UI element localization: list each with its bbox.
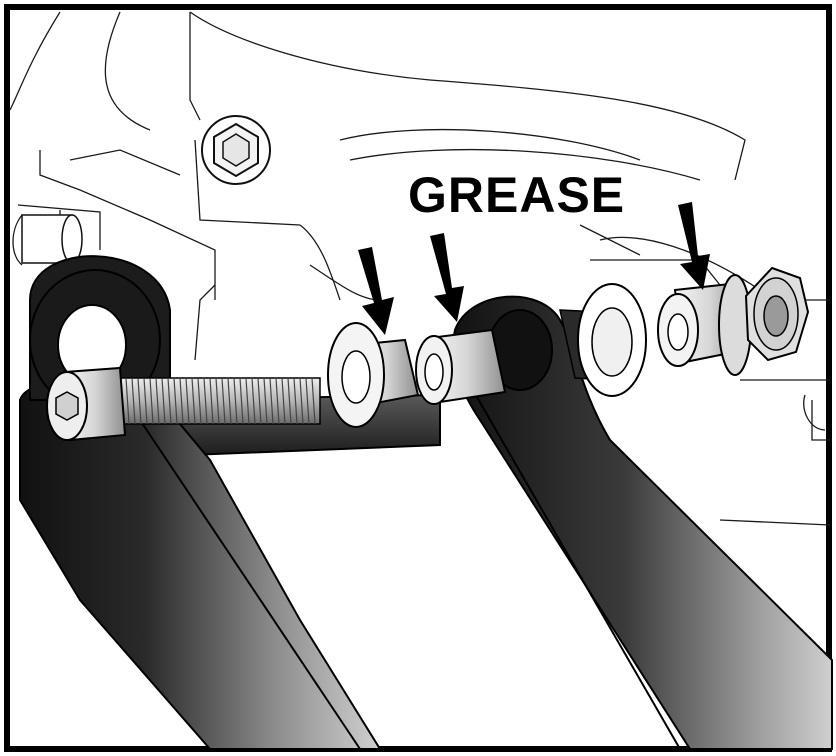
thread-ridge	[191, 377, 196, 425]
thread-ridge	[263, 377, 268, 425]
grease-arrow-3	[678, 202, 710, 290]
thread-ridge	[245, 377, 250, 425]
thread-ridge	[143, 377, 148, 425]
thread-ridge	[269, 377, 274, 425]
thread-ridge	[125, 377, 130, 425]
washer-icon	[577, 283, 647, 397]
grease-arrow-1	[358, 247, 394, 335]
thread-ridge	[131, 377, 136, 425]
thread-ridge	[161, 377, 166, 425]
thread-ridge	[155, 377, 160, 425]
thread-ridge	[227, 377, 232, 425]
thread-ridge	[203, 377, 208, 425]
thread-ridge	[299, 377, 304, 425]
thread-ridge	[311, 377, 316, 425]
thread-ridge	[215, 377, 220, 425]
thread-ridge	[287, 377, 292, 425]
thread-ridge	[149, 377, 154, 425]
thread-ridge	[179, 377, 184, 425]
thread-ridge	[257, 377, 262, 425]
flanged-bushing-icon	[327, 322, 420, 428]
thread-ridge	[185, 377, 190, 425]
hex-nut-icon	[744, 266, 810, 362]
thread-ridge	[293, 377, 298, 425]
thread-ridge	[197, 377, 202, 425]
thread-ridge	[209, 377, 214, 425]
thread-ridge	[239, 377, 244, 425]
thread-ridge	[173, 377, 178, 425]
grease-arrow-2	[430, 233, 464, 322]
background-hex-bolt	[201, 115, 271, 185]
thread-ridge	[275, 377, 280, 425]
grease-arrows	[358, 202, 710, 335]
grease-label: GREASE	[408, 167, 626, 223]
background-pin	[21, 214, 83, 264]
thread-ridge	[305, 377, 310, 425]
thread-ridge	[281, 377, 286, 425]
thread-ridge	[233, 377, 238, 425]
thread-ridge	[167, 377, 172, 425]
thread-ridge	[137, 377, 142, 425]
thread-ridge	[221, 377, 226, 425]
cap-screw-icon	[46, 366, 127, 442]
thread-ridge	[251, 377, 256, 425]
sleeve-bushing-icon	[415, 328, 507, 405]
bolt-shank	[119, 377, 321, 425]
